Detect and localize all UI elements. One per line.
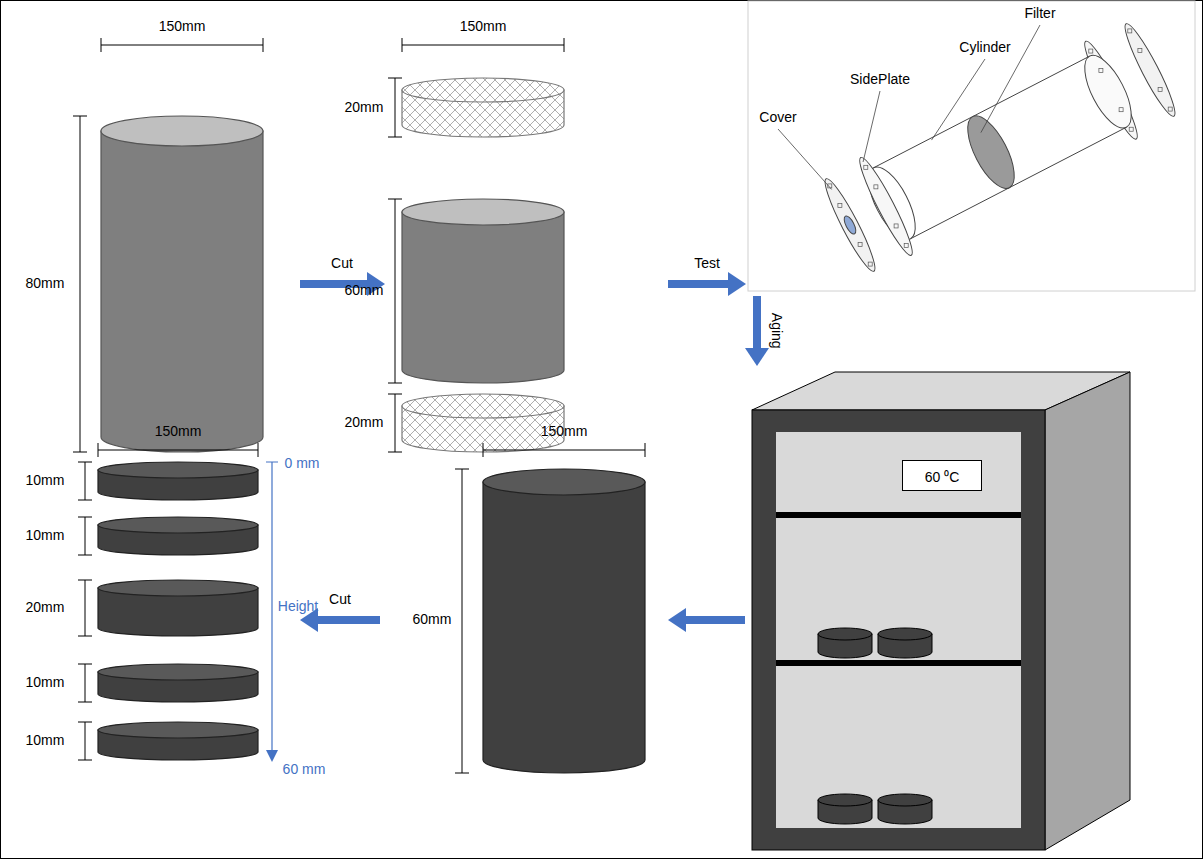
oven [752, 372, 1130, 850]
temperature-display: 60 ⁰C [902, 460, 982, 491]
dimension-label: 20mm [26, 600, 65, 615]
slice [98, 722, 258, 760]
dimension-line [73, 116, 87, 452]
process-arrow [668, 608, 745, 632]
cell-panel [748, 1, 1195, 291]
axis-label: 0 mm [285, 456, 320, 471]
dimension-label: 150mm [541, 424, 588, 439]
temperature-text: 60 ⁰C [913, 467, 971, 486]
test-cell [819, 20, 1181, 275]
dimension-label: 150mm [159, 19, 206, 34]
part-label: Filter [1024, 6, 1055, 21]
dimension-line [78, 580, 92, 636]
height-axis [271, 462, 272, 752]
specimen-cylinder [101, 116, 263, 452]
dimension-label: 10mm [26, 675, 65, 690]
step-label: Test [694, 256, 720, 271]
process-arrow [745, 296, 769, 366]
part-label: SidePlate [850, 72, 910, 87]
dimension-line [78, 664, 92, 702]
slice [98, 517, 258, 555]
aged-specimen [818, 794, 872, 824]
dimension-line [455, 469, 469, 773]
leader-line [778, 129, 832, 189]
slice [98, 462, 258, 500]
dimension-label: 20mm [345, 100, 384, 115]
filter-disc [958, 109, 1023, 195]
dimension-line [402, 38, 564, 52]
part-label: Cylinder [959, 40, 1010, 55]
dimension-label: 150mm [155, 424, 202, 439]
aged-specimen [818, 628, 872, 658]
step-label: Cut [329, 592, 351, 607]
dimension-label: 150mm [460, 19, 507, 34]
dimension-line [78, 517, 92, 555]
leader-line [863, 91, 880, 162]
dimension-line [388, 78, 402, 137]
axis-label: Height [278, 599, 318, 614]
dimension-line [388, 394, 402, 452]
step-label: Aging [768, 313, 783, 349]
dimension-label: 10mm [26, 733, 65, 748]
dimension-label: 10mm [26, 473, 65, 488]
test-cylinder [402, 199, 564, 383]
dimension-line [483, 443, 645, 457]
cover-plate [819, 175, 881, 275]
dimension-label: 60mm [345, 283, 384, 298]
dimension-line [388, 199, 402, 383]
dimension-label: 10mm [26, 528, 65, 543]
slice [98, 580, 258, 636]
aged-cylinder [483, 469, 645, 773]
slice [98, 664, 258, 702]
part-label: Cover [759, 110, 796, 125]
trimmed-end [402, 78, 564, 137]
leader-line [932, 59, 985, 140]
dimension-label: 80mm [26, 276, 65, 291]
dimension-line [98, 443, 258, 457]
aged-specimen [878, 794, 932, 824]
dimension-line [101, 38, 263, 52]
dimension-label: 60mm [413, 612, 452, 627]
step-label: Cut [331, 256, 353, 271]
tube-end [1075, 49, 1140, 135]
dimension-label: 20mm [345, 415, 384, 430]
aged-specimen [878, 628, 932, 658]
axis-label: 60 mm [283, 762, 326, 777]
process-arrow [668, 272, 746, 296]
dimension-line [78, 462, 92, 500]
dimension-line [78, 722, 92, 760]
